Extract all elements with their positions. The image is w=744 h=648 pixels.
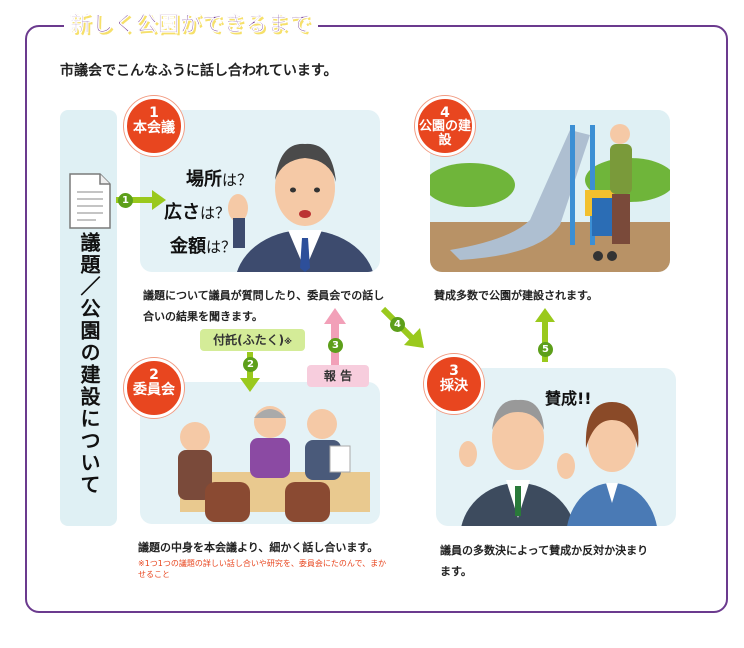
step-badge-3: 3 採決 xyxy=(424,354,484,414)
step-badge-1: 1 本会議 xyxy=(124,96,184,156)
question-suffix: は？ xyxy=(200,204,231,222)
caption-construction: 賛成多数で公園が建設されます。 xyxy=(434,289,598,302)
arrow-num-2: 2 xyxy=(243,357,258,372)
step-badge-4: 4 公園の建設 xyxy=(415,96,475,156)
agenda-label: 議題／公園の建設について xyxy=(77,232,101,496)
step-number: 3 xyxy=(449,363,459,379)
referral-label: 付託(ふたく)※ xyxy=(200,329,305,351)
step-label: 採決 xyxy=(440,378,468,394)
panel-committee xyxy=(140,382,380,524)
step-label: 委員会 xyxy=(133,382,175,398)
speaker-illustration xyxy=(228,143,373,272)
committee-illustration xyxy=(178,406,370,522)
question-location: 場所は？ xyxy=(186,165,252,191)
footnote-referral: ※1つ1つの議題の詳しい話し合いや研究を、委員会にたのんで、まかせること xyxy=(138,559,387,579)
question-main: 場所 xyxy=(186,169,222,190)
caption-committee: 議題の中身を本会議より、細かく話し合います。 xyxy=(138,541,379,554)
caption-plenary: 議題について議員が質問したり、委員会での話し合いの結果を聞きます。 xyxy=(143,289,385,323)
step-number: 2 xyxy=(149,367,159,383)
step-badge-2: 2 委員会 xyxy=(124,358,184,418)
step-number: 4 xyxy=(440,105,450,121)
question-suffix: は？ xyxy=(206,238,237,256)
title-box: 新しく公園ができるまで xyxy=(64,8,318,38)
arrow-num-5: 5 xyxy=(538,342,553,357)
arrow-num-3: 3 xyxy=(328,338,343,353)
report-label: 報 告 xyxy=(307,365,369,387)
step-label: 公園の建設 xyxy=(418,119,471,148)
panel-plenary xyxy=(140,110,380,272)
referral-mark: ※ xyxy=(284,337,292,346)
question-main: 金額 xyxy=(170,236,206,257)
step-label: 本会議 xyxy=(133,120,175,136)
arrow-num-1: 1 xyxy=(118,193,133,208)
approval-speech: 賛成!! xyxy=(545,389,592,408)
diagram-frame xyxy=(25,25,728,613)
document-icon xyxy=(69,173,111,229)
question-suffix: は？ xyxy=(222,171,253,189)
question-main: 広さ xyxy=(164,202,200,223)
page-title: 新しく公園ができるまで xyxy=(70,12,312,37)
arrow-num-4: 4 xyxy=(390,317,405,332)
vote-illustration xyxy=(459,399,657,526)
question-size: 広さは？ xyxy=(164,198,230,224)
step-number: 1 xyxy=(149,105,159,121)
lead-text: 市議会でこんなふうに話し合われています。 xyxy=(60,63,338,79)
referral-text: 付託(ふたく) xyxy=(213,333,285,347)
question-cost: 金額は？ xyxy=(170,232,236,258)
caption-vote: 議員の多数決によって賛成か反対か決まります。 xyxy=(440,544,649,578)
